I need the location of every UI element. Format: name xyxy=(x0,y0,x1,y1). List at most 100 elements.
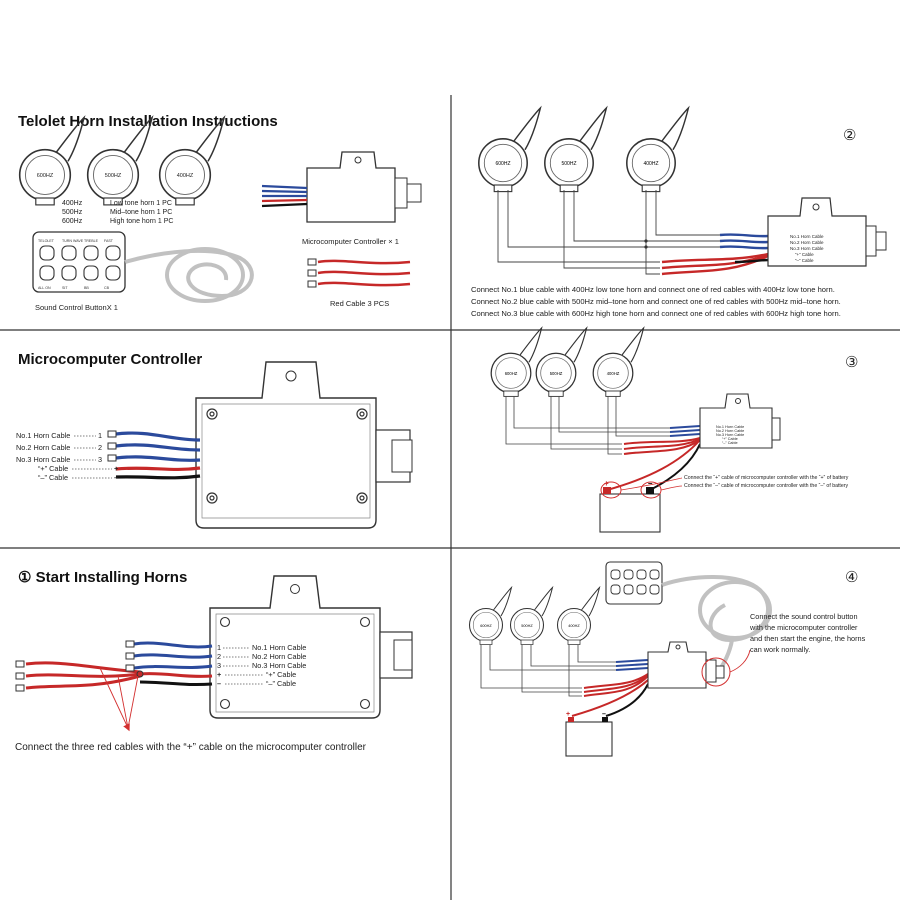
cable-label: No.2 Horn Cable xyxy=(16,443,70,452)
horn-label-400: 400HZ xyxy=(607,371,620,376)
controller-section: Microcomputer Controller No.1 Horn Cable… xyxy=(16,351,413,529)
horn-icon-500 xyxy=(86,116,153,206)
button-label: WAVE xyxy=(73,239,84,243)
cable-label: No.3 Horn Cable xyxy=(16,455,70,464)
button-label: SIT xyxy=(62,286,68,290)
cable-label: “+” Cable xyxy=(266,670,296,679)
step4-number: ④ xyxy=(845,569,858,586)
button-label: TURN xyxy=(62,239,72,243)
horn-label-600: 600HZ xyxy=(505,371,518,376)
cable-label: No.3 Horn Cable xyxy=(716,433,744,437)
cable-number: 1 xyxy=(217,643,221,652)
controller-thumbnail: Microcomputer Controller × 1 xyxy=(261,151,422,246)
step2-section: ② 600HZ 500HZ 400HZ No.1 xyxy=(471,107,887,318)
step2-line: Connect No.2 blue cable with 500Hz mid–t… xyxy=(471,297,841,306)
horn-icon-400 xyxy=(592,327,645,398)
step1-section: ① Start Installing Horns 1 xyxy=(15,569,413,753)
step4-note: with the microcomputer controller xyxy=(749,623,858,632)
controller-caption: Microcomputer Controller × 1 xyxy=(302,237,399,246)
cable-number: 1 xyxy=(98,431,102,440)
cable-label: No.2 Horn Cable xyxy=(252,652,306,661)
horn-label-500: 500HZ xyxy=(550,371,563,376)
horn-label-600: 600HZ xyxy=(37,173,54,179)
step3-note-minus: Connect the “–” cable of microcomputer c… xyxy=(684,483,848,489)
battery-plus: + xyxy=(604,479,609,488)
cable-label: No.1 Horn Cable xyxy=(790,234,824,239)
sound-control-button: TELOLET TURN WAVE TREBLE FAST ALL ON SIT… xyxy=(32,231,254,312)
cable-label: “–” Cable xyxy=(266,679,296,688)
cable-label: No.1 Horn Cable xyxy=(716,425,744,429)
step4-section: ④ 600HZ 500HZ 400HZ xyxy=(468,561,866,757)
horn-icon-500 xyxy=(509,586,554,646)
step4-note: can work normally. xyxy=(750,645,810,654)
horn-icon-600 xyxy=(468,586,513,646)
button-label: FAST xyxy=(104,239,114,243)
spec-freq: 400Hz xyxy=(62,200,83,207)
cable-label: “–” Cable xyxy=(722,441,738,445)
cable-label: “+” Cable xyxy=(795,252,814,257)
spec-desc: Low tone horn 1 PC xyxy=(110,200,172,207)
battery: + – xyxy=(599,479,661,533)
horn-label-600: 600HZ xyxy=(480,624,492,628)
horn-icon-600 xyxy=(490,327,543,398)
controller-title: Microcomputer Controller xyxy=(18,351,202,368)
step2-number: ② xyxy=(843,127,856,144)
step1-caption: Connect the three red cables with the “+… xyxy=(15,742,367,753)
battery-minus: – xyxy=(602,711,606,718)
button-label: CB xyxy=(104,286,110,290)
spec-desc: Mid–tone horn 1 PC xyxy=(110,209,172,216)
step3-section: ③ 600HZ 500HZ 400HZ No.1 Horn Cable No.2… xyxy=(490,327,858,533)
sound-button-caption: Sound Control ButtonX 1 xyxy=(35,303,118,312)
horn-label-500: 500HZ xyxy=(521,624,533,628)
cable-label: No.1 Horn Cable xyxy=(252,643,306,652)
red-cable-caption: Red Cable 3 PCS xyxy=(330,299,389,308)
battery: + – xyxy=(565,711,613,757)
spec-freq: 500Hz xyxy=(62,209,83,216)
minus-symbol: – xyxy=(217,679,221,688)
cable-label: No.1 Horn Cable xyxy=(16,431,70,440)
cable-label: No.3 Horn Cable xyxy=(252,661,306,670)
plus-symbol: + xyxy=(217,670,221,679)
spec-freq: 600Hz xyxy=(62,218,83,225)
battery-minus: – xyxy=(648,479,653,488)
horn-set: 600HZ 500HZ 400HZ xyxy=(18,116,225,206)
red-cable-set: Red Cable 3 PCS xyxy=(307,258,411,308)
button-label: TREBLE xyxy=(84,239,99,243)
step3-note-plus: Connect the “+” cable of microcomputer c… xyxy=(684,475,849,481)
start-title: ① Start Installing Horns xyxy=(18,569,187,586)
horn-label-400: 400HZ xyxy=(643,161,658,167)
horn-label-500: 500HZ xyxy=(561,161,576,167)
step4-note: Connect the sound control button xyxy=(750,612,858,621)
cable-label: No.2 Horn Cable xyxy=(716,429,744,433)
cable-label: “+” Cable xyxy=(722,437,738,441)
horn-icon-400 xyxy=(626,107,690,193)
cable-number: 2 xyxy=(217,652,221,661)
spec-desc: High tone horn 1 PC xyxy=(110,218,173,225)
cable-label: “–” Cable xyxy=(38,473,68,482)
horn-icon-400 xyxy=(556,586,601,646)
intro-section: Telolet Horn Installation Instructions 6… xyxy=(18,113,422,312)
step3-number: ③ xyxy=(845,354,858,371)
horn-label-400: 400HZ xyxy=(177,173,194,179)
horn-spec-list: 400Hz 500Hz 600Hz Low tone horn 1 PC Mid… xyxy=(62,200,173,225)
horn-label-500: 500HZ xyxy=(105,173,122,179)
plus-symbol: + xyxy=(114,464,118,473)
step4-note: and then start the engine, the horns xyxy=(750,634,866,643)
cable-label: No.3 Horn Cable xyxy=(790,246,824,251)
horn-label-400: 400HZ xyxy=(568,624,580,628)
cable-number: 2 xyxy=(98,443,102,452)
minus-symbol: – xyxy=(114,473,118,482)
cable-label: No.2 Horn Cable xyxy=(790,240,824,245)
section-dividers xyxy=(0,95,900,900)
horn-icon-600 xyxy=(18,116,85,206)
horn-icon-500 xyxy=(535,327,588,398)
battery-plus: + xyxy=(566,711,570,718)
cable-label: “–” Cable xyxy=(795,258,814,263)
button-label: ALL ON xyxy=(38,286,51,290)
button-label: TELOLET xyxy=(38,239,55,243)
cable-number: 3 xyxy=(217,661,221,670)
horn-icon-600 xyxy=(478,107,542,193)
step2-line: Connect No.1 blue cable with 400Hz low t… xyxy=(471,285,835,294)
cable-label: “+” Cable xyxy=(38,464,68,473)
